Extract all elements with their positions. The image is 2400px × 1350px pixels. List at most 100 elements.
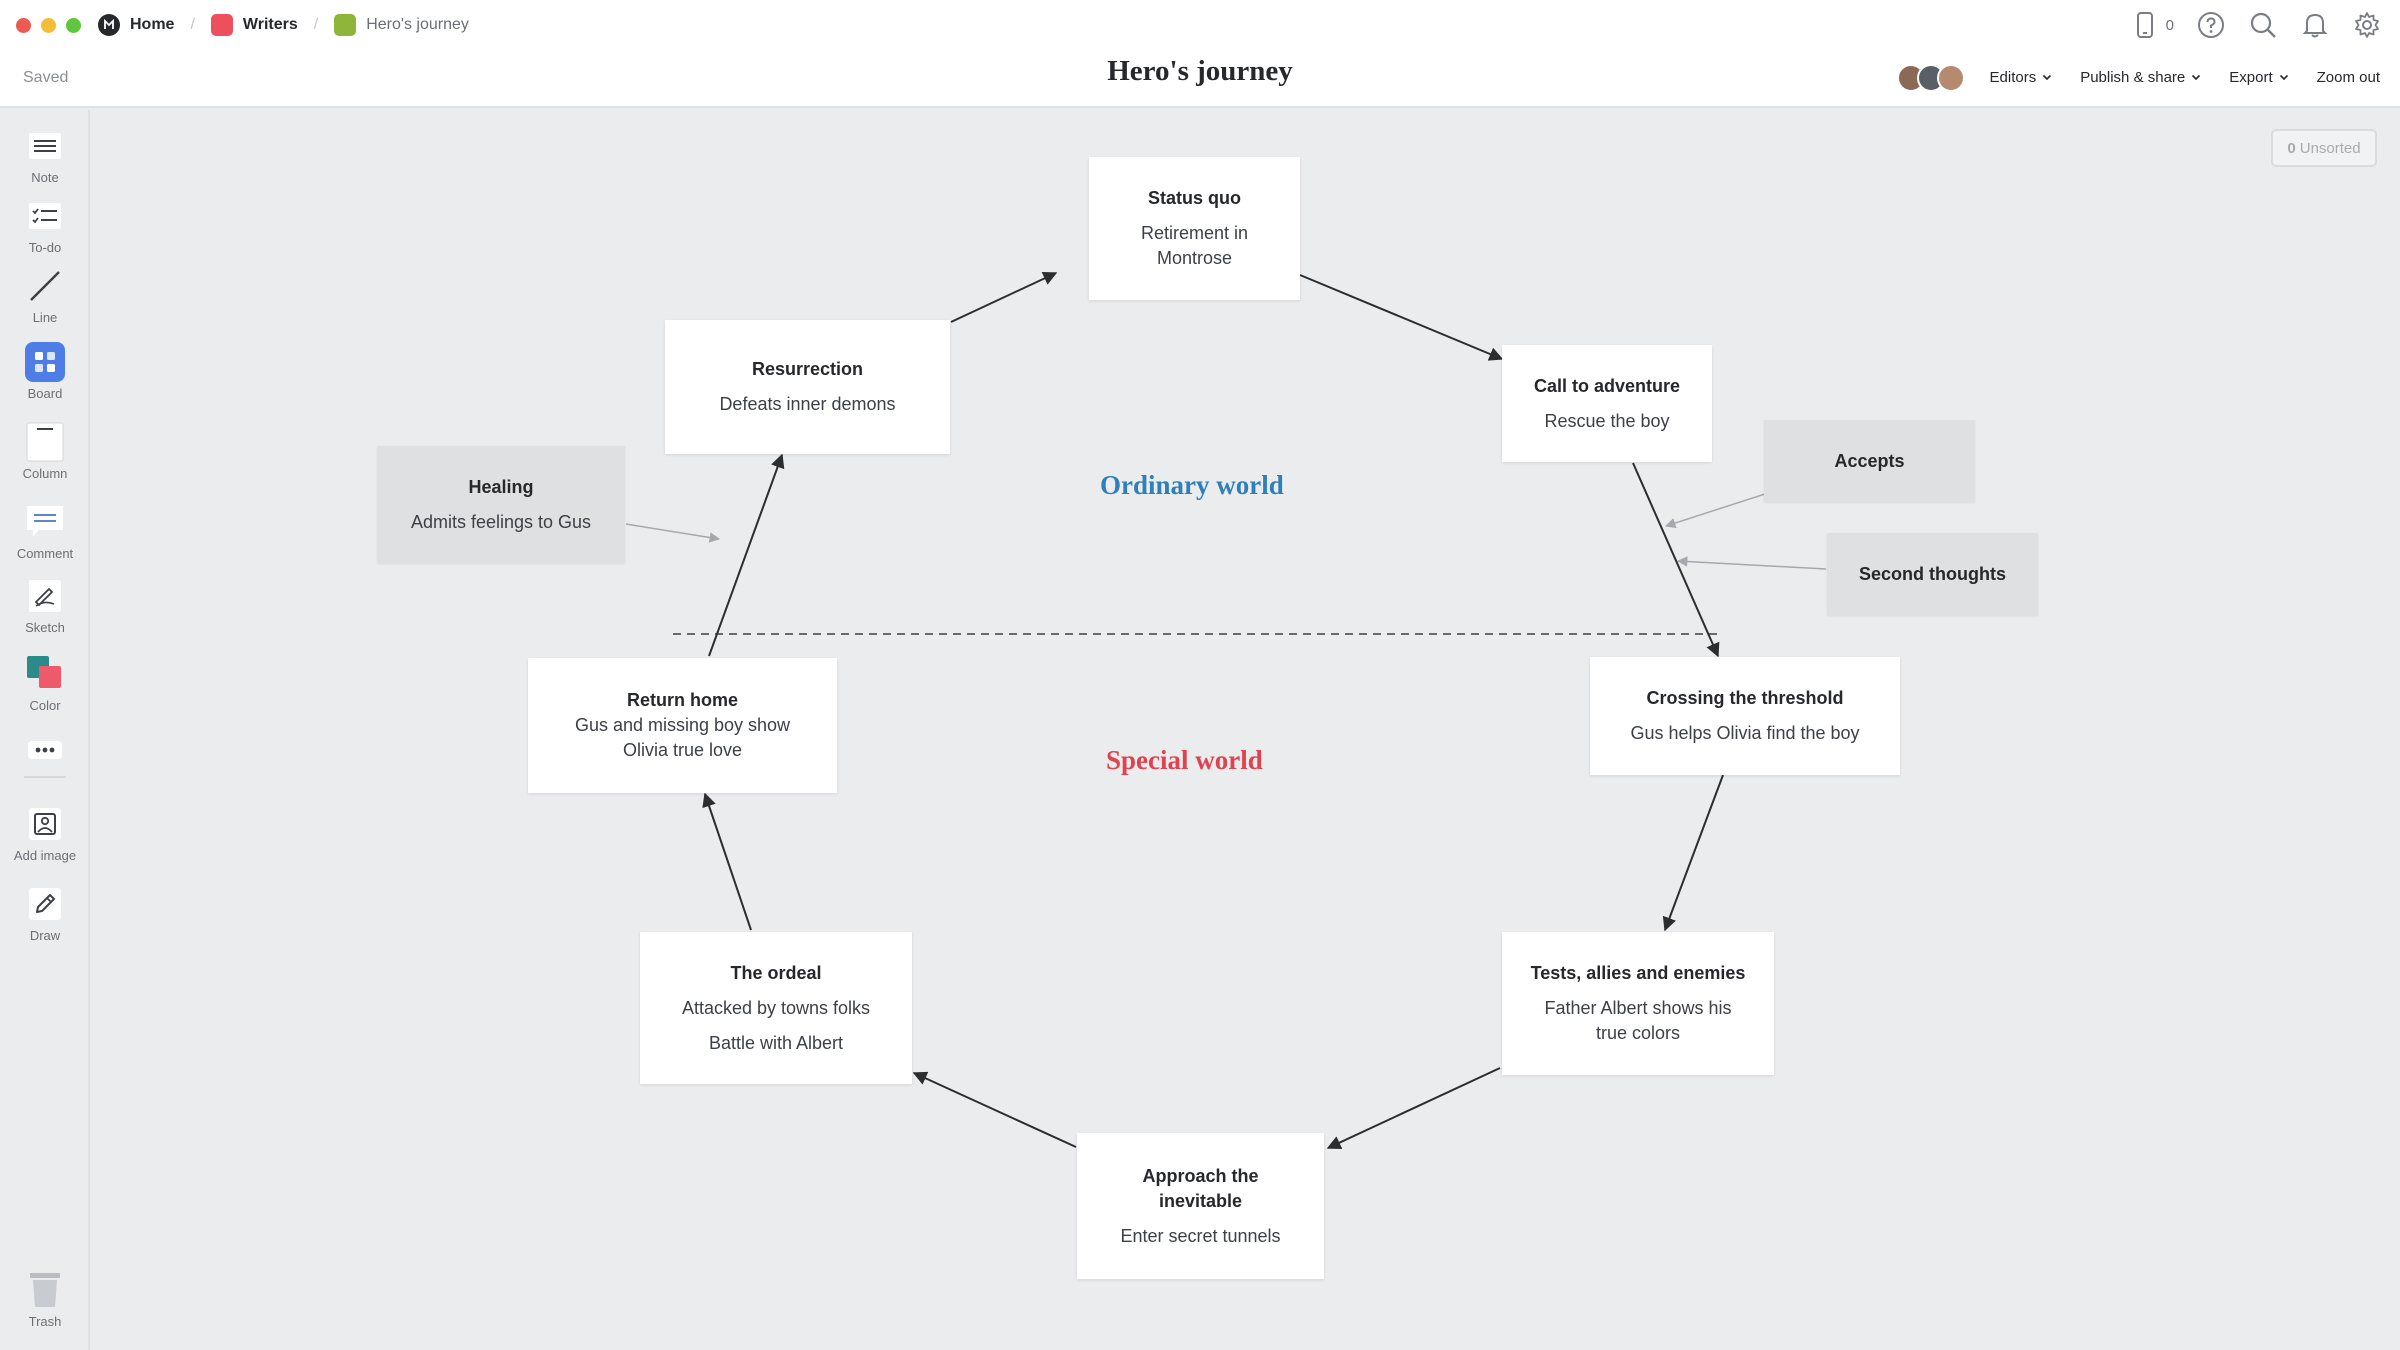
unsorted-count: 0 <box>2287 139 2296 157</box>
tool-label: Comment <box>16 546 74 561</box>
checklist-icon <box>25 196 65 236</box>
save-status: Saved <box>23 69 69 86</box>
breadcrumb-heros-journey[interactable]: Hero's journey <box>334 12 469 38</box>
tool-label: Sketch <box>25 620 65 635</box>
card-healing[interactable]: Healing Admits feelings to Gus <box>377 446 625 563</box>
card-accepts[interactable]: Accepts <box>1764 420 1975 502</box>
color-swatch-icon <box>25 654 65 694</box>
breadcrumb-home[interactable]: Home <box>98 12 174 38</box>
more-tools-button[interactable] <box>0 730 90 770</box>
card-title: Crossing the threshold <box>1646 688 1844 708</box>
tool-sidebar: Note To-do Line Board Column Comment S <box>0 110 90 1350</box>
add-image-tool[interactable]: Add image <box>0 804 90 863</box>
card-approach-inevitable[interactable]: Approach the inevitable Enter secret tun… <box>1077 1133 1324 1279</box>
breadcrumb-writers[interactable]: Writers <box>210 12 298 38</box>
board-icon <box>25 342 65 382</box>
draw-tool[interactable]: Draw <box>0 884 90 943</box>
breadcrumb: Home / Writers / Hero's journey <box>98 12 469 38</box>
todo-tool[interactable]: To-do <box>0 196 90 255</box>
tool-label: Color <box>29 698 61 713</box>
special-world-label[interactable]: Special world <box>1106 745 1263 775</box>
tool-label: Line <box>32 310 58 325</box>
card-title: The ordeal <box>730 962 822 983</box>
window-zoom-button[interactable] <box>66 18 81 33</box>
editors-menu-label: Editors <box>1989 68 2037 86</box>
line-tool[interactable]: Line <box>0 266 90 325</box>
window-minimize-button[interactable] <box>41 18 56 33</box>
column-tool[interactable]: Column <box>0 422 90 481</box>
card-crossing-threshold[interactable]: Crossing the threshold Gus helps Olivia … <box>1590 657 1900 775</box>
publish-share-menu[interactable]: Publish & share <box>2080 69 2201 86</box>
top-menus: Editors Publish & share Export Zoom out <box>1990 64 2380 90</box>
phone-icon <box>2130 10 2160 40</box>
export-label: Export <box>2229 68 2273 86</box>
card-title: Resurrection <box>751 359 864 379</box>
card-body: Admits feelings to Gus <box>410 511 592 532</box>
settings-gear-icon[interactable] <box>2352 10 2382 40</box>
comment-icon <box>25 502 65 542</box>
editors-avatars[interactable] <box>1897 64 1965 92</box>
top-right-icons: 0 <box>2130 10 2382 40</box>
search-icon[interactable] <box>2248 10 2278 40</box>
card-second-thoughts[interactable]: Second thoughts <box>1827 533 2038 615</box>
zoom-out-button[interactable]: Zoom out <box>2317 69 2380 86</box>
card-body-line: Retirement in <box>1140 223 1249 243</box>
editors-menu[interactable]: Editors <box>1990 69 2053 86</box>
more-dots-icon <box>25 730 65 770</box>
top-bar: Home / Writers / Hero's journey Saved He… <box>0 0 2400 108</box>
notifications-bell-icon[interactable] <box>2300 10 2330 40</box>
export-menu[interactable]: Export <box>2229 69 2288 86</box>
card-title-line: Approach the <box>1142 1165 1259 1186</box>
note-icon <box>25 126 65 166</box>
card-body: Gus and missing boy show Olivia true lov… <box>575 713 790 763</box>
card-resurrection[interactable]: Resurrection Defeats inner demons <box>665 320 950 454</box>
window-close-button[interactable] <box>16 18 31 33</box>
column-icon <box>25 422 65 462</box>
tool-label: Add image <box>13 848 77 863</box>
card-the-ordeal[interactable]: The ordeal Attacked by towns folks Battl… <box>640 932 912 1084</box>
card-status-quo[interactable]: Status quo Retirement in Montrose <box>1089 157 1300 300</box>
publish-share-label: Publish & share <box>2080 68 2186 86</box>
card-body-line: Battle with Albert <box>708 1032 844 1053</box>
sketch-tool[interactable]: Sketch <box>0 576 90 635</box>
card-tests-allies-enemies[interactable]: Tests, allies and enemies Father Albert … <box>1502 932 1774 1075</box>
card-title: Status quo <box>1148 188 1241 208</box>
card-body: Retirement in Montrose <box>1141 221 1248 271</box>
color-tool[interactable]: Color <box>0 654 90 713</box>
card-body-line: true colors <box>1595 1023 1681 1043</box>
mobile-app-button[interactable]: 0 <box>2130 10 2174 40</box>
tool-label: Board <box>27 386 63 401</box>
breadcrumb-label: Home <box>130 16 175 33</box>
ordinary-world-label[interactable]: Ordinary world <box>1100 470 1284 500</box>
tool-divider <box>24 776 66 778</box>
board-tool[interactable]: Board <box>0 342 90 401</box>
image-icon <box>25 804 65 844</box>
chevron-down-icon <box>2043 74 2052 81</box>
help-icon[interactable] <box>2196 10 2226 40</box>
card-body-line: Father Albert shows his <box>1544 998 1732 1018</box>
board-color-swatch-icon <box>334 14 357 36</box>
card-title: Tests, allies and enemies <box>1530 963 1746 983</box>
tool-label: Trash <box>28 1314 62 1329</box>
card-body-line: Olivia true love <box>622 740 743 760</box>
chevron-down-icon <box>2279 74 2288 81</box>
unsorted-button[interactable]: 0 Unsorted <box>2271 129 2377 167</box>
breadcrumb-separator: / <box>190 16 195 33</box>
card-title: Call to adventure <box>1533 375 1681 396</box>
comment-tool[interactable]: Comment <box>0 502 90 561</box>
card-body-line: Gus and missing boy show <box>574 715 791 735</box>
card-call-to-adventure[interactable]: Call to adventure Rescue the boy <box>1502 345 1712 462</box>
card-title: Second thoughts <box>1859 563 2006 584</box>
page-title[interactable]: Hero's journey <box>1107 55 1293 87</box>
trash-tool[interactable]: Trash <box>0 1270 90 1329</box>
avatar <box>1937 64 1965 92</box>
line-icon <box>25 266 65 306</box>
milanote-logo-icon <box>98 14 120 36</box>
card-return-home[interactable]: Return home Gus and missing boy show Oli… <box>528 658 837 793</box>
zoom-out-label: Zoom out <box>2316 68 2380 86</box>
card-body-line: Attacked by towns folks <box>681 997 871 1018</box>
pencil-icon <box>25 884 65 924</box>
sketch-icon <box>25 576 65 616</box>
card-title-line: inevitable <box>1158 1190 1242 1211</box>
note-tool[interactable]: Note <box>0 126 90 185</box>
